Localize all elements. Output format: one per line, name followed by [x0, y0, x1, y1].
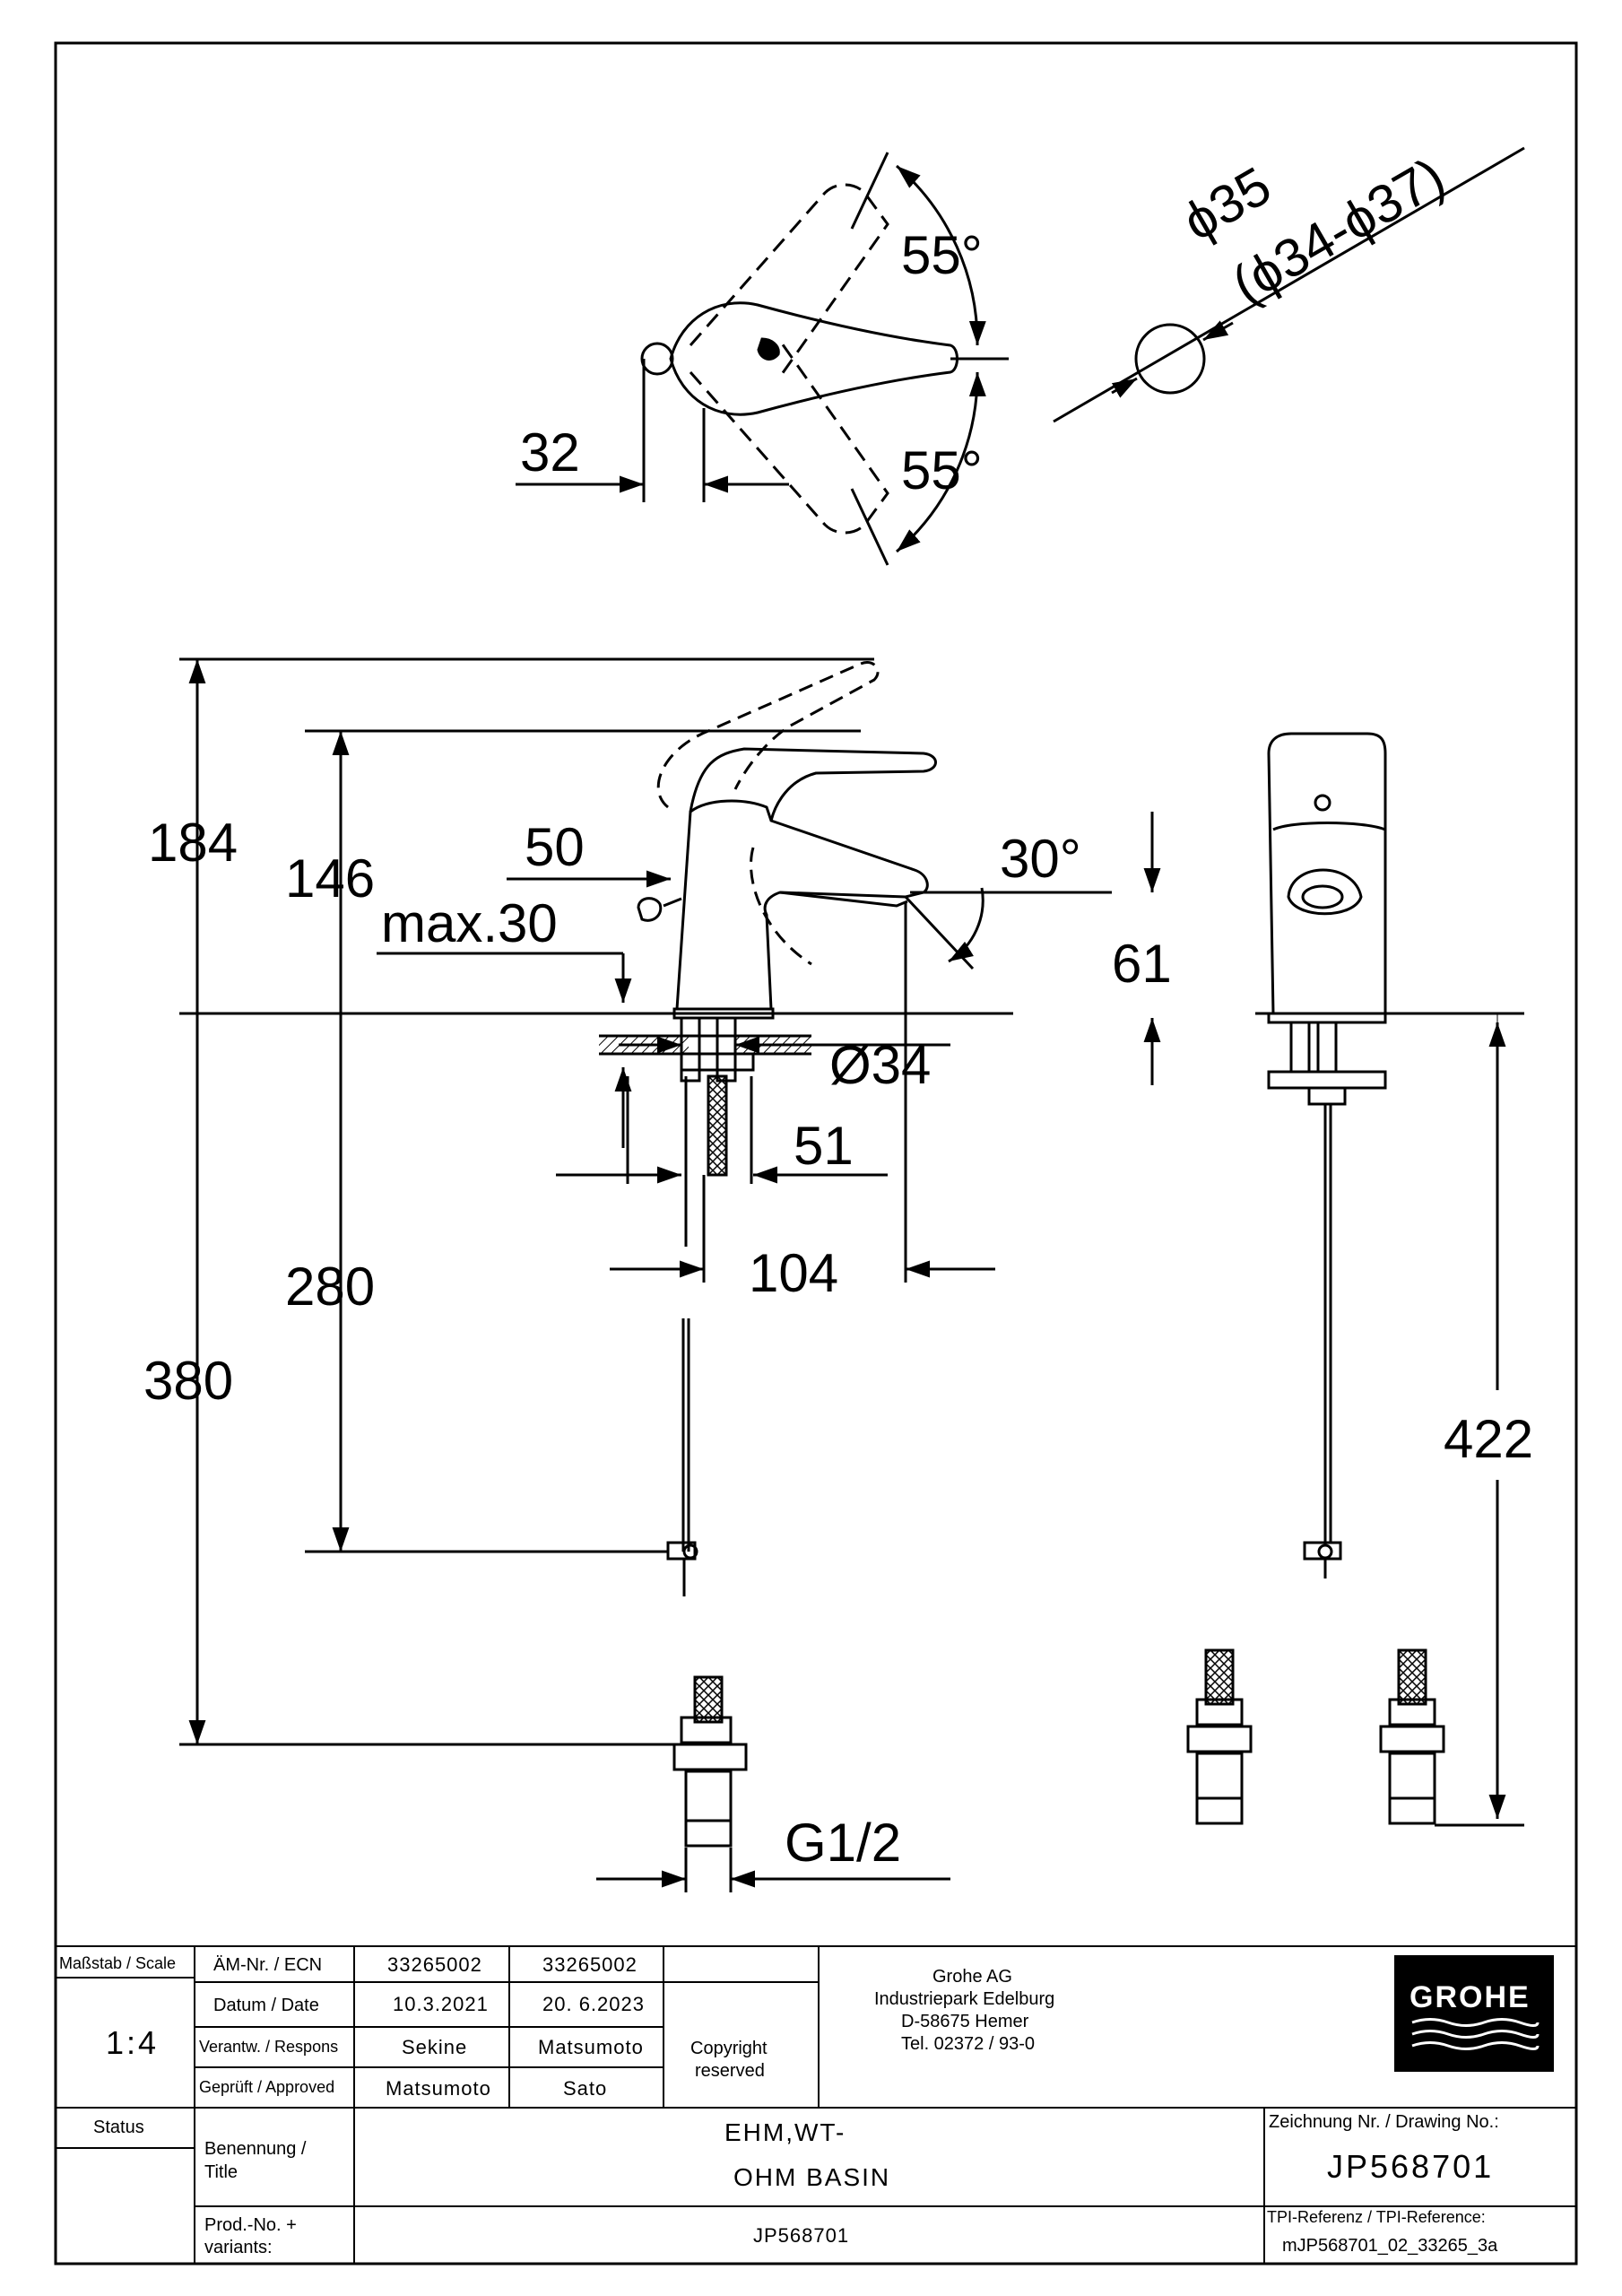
- company-phone: Tel. 02372 / 93-0: [901, 2034, 1035, 2054]
- tpi-label: TPI-Referenz / TPI-Reference:: [1267, 2208, 1486, 2226]
- dim-g12: G1/2: [785, 1813, 901, 1873]
- scale-value: 1:4: [106, 2024, 159, 2061]
- scale-label: Maßstab / Scale: [59, 1954, 176, 1972]
- dim-280: 280: [285, 1257, 375, 1317]
- dim-146: 146: [285, 848, 375, 909]
- status-label: Status: [93, 2118, 144, 2137]
- hole-detail: [1053, 146, 1525, 423]
- date-1: 10.3.2021: [393, 1993, 489, 2015]
- top-view: [640, 152, 1009, 566]
- company-name: Grohe AG: [932, 1967, 1012, 1987]
- dim-55-top: 55°: [901, 225, 983, 285]
- title-line-2: OHM BASIN: [733, 2163, 890, 2191]
- dim-30deg: 30°: [1000, 829, 1081, 889]
- tpi-value: mJP568701_02_33265_3a: [1282, 2236, 1498, 2256]
- copyright-1: Copyright: [690, 2039, 768, 2058]
- title-line-1: EHM,WT-: [724, 2118, 846, 2146]
- title-block-text: Maßstab / Scale 1:4 ÄM-Nr. / ECN 3326500…: [59, 1953, 1499, 2257]
- drawing-border: [54, 41, 1578, 2266]
- prod-label-2: variants:: [204, 2238, 273, 2257]
- approved-1: Matsumoto: [386, 2077, 491, 2100]
- dim-max30: max.30: [381, 893, 558, 953]
- title-block: [56, 1945, 1576, 2264]
- dim-184: 184: [148, 813, 238, 873]
- dim-61: 61: [1112, 934, 1172, 994]
- copyright-2: reserved: [695, 2061, 765, 2081]
- svg-text:GROHE: GROHE: [1409, 1980, 1531, 2014]
- date-label: Datum / Date: [213, 1996, 319, 2015]
- ecn-1: 33265002: [387, 1953, 482, 1976]
- dim-50: 50: [525, 817, 585, 877]
- dim-32: 32: [520, 422, 580, 483]
- title-label-1: Benennung /: [204, 2139, 307, 2159]
- resp-2: Matsumoto: [538, 2036, 644, 2058]
- company-address-1: Industriepark Edelburg: [874, 1989, 1054, 2009]
- approved-2: Sato: [563, 2077, 607, 2100]
- dim-104: 104: [749, 1243, 838, 1303]
- dim-phi34: Ø34: [829, 1035, 931, 1095]
- prod-label-1: Prod.-No. +: [204, 2215, 297, 2235]
- approved-label: Geprüft / Approved: [199, 2078, 334, 2096]
- dim-55-top-arc: [896, 164, 986, 346]
- ecn-2: 33265002: [542, 1953, 638, 1976]
- prod-no: JP568701: [753, 2224, 849, 2247]
- company-address-2: D-58675 Hemer: [901, 2012, 1029, 2031]
- title-label-2: Title: [204, 2162, 238, 2182]
- ecn-label: ÄM-Nr. / ECN: [213, 1955, 322, 1975]
- resp-label: Verantw. / Respons: [199, 2038, 338, 2056]
- dim-422: 422: [1444, 1409, 1533, 1469]
- dim-55-bottom-arc: [896, 371, 986, 553]
- front-view: [1186, 732, 1445, 1825]
- dim-380: 380: [143, 1351, 233, 1411]
- grohe-logo: GROHE: [1394, 1955, 1554, 2072]
- drawing-no-label: Zeichnung Nr. / Drawing No.:: [1269, 2112, 1499, 2132]
- date-2: 20. 6.2023: [542, 1993, 645, 2015]
- dim-55-bottom: 55°: [901, 440, 983, 500]
- dim-51: 51: [794, 1116, 854, 1176]
- resp-1: Sekine: [402, 2036, 467, 2058]
- drawing-no: JP568701: [1327, 2148, 1494, 2185]
